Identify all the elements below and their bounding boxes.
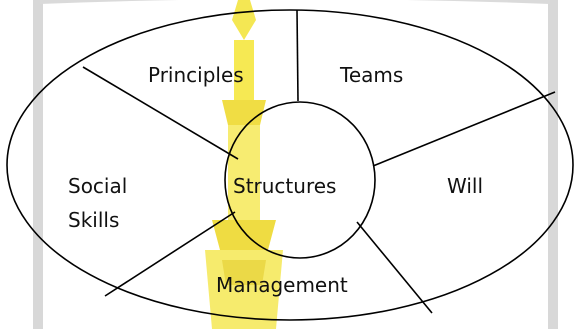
label-skills: Skills	[68, 208, 119, 232]
divider-left-top	[82, 66, 239, 160]
outer-ellipse	[6, 9, 574, 321]
temple-emblem-watermark-icon	[205, 0, 283, 329]
divider-bottom-right	[356, 221, 433, 314]
labels: Principles Teams Will Structures Social …	[68, 63, 483, 297]
label-teams: Teams	[339, 63, 403, 87]
watermark-bar-right	[548, 0, 558, 329]
label-will: Will	[447, 174, 483, 198]
watermark-bar-left	[33, 0, 43, 329]
label-principles: Principles	[148, 63, 244, 87]
divider-top	[296, 9, 299, 102]
inner-circle	[224, 101, 376, 259]
divider-left-bottom	[104, 211, 236, 297]
divider-right	[372, 91, 556, 167]
label-structures: Structures	[233, 174, 336, 198]
label-management: Management	[216, 273, 348, 297]
label-social: Social	[68, 174, 127, 198]
watermark-group	[33, 0, 558, 329]
diagram-lines	[6, 9, 574, 321]
